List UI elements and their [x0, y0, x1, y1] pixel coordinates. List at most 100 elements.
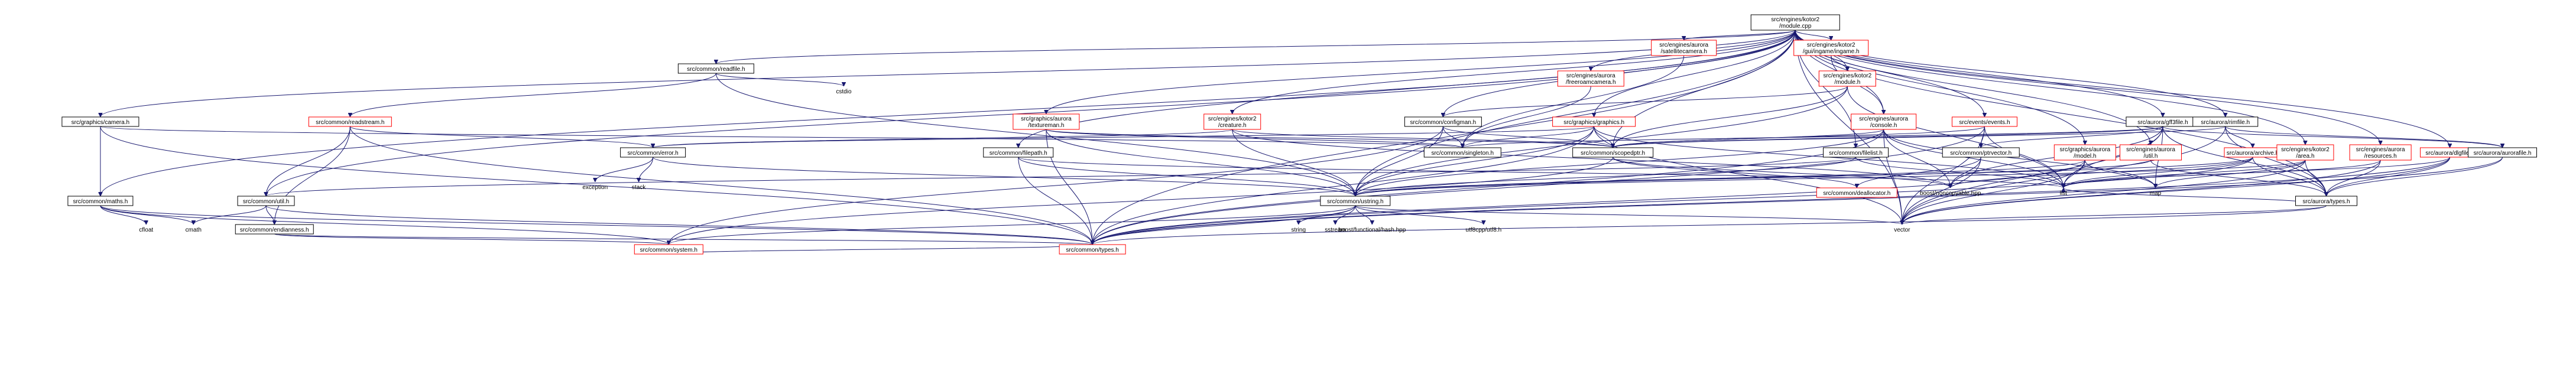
node-label-satcam-0: src/engines/aurora	[1659, 42, 1708, 48]
node-types_a[interactable]: src/aurora/types.h	[2295, 196, 2358, 206]
node-maths[interactable]: src/common/maths.h	[67, 196, 134, 206]
node-readstream[interactable]: src/common/readstream.h	[308, 116, 392, 127]
node-box-satcam	[1651, 40, 1717, 56]
node-freecam[interactable]: src/engines/aurora/freeroamcamera.h	[1557, 70, 1624, 87]
node-box-ingame	[1793, 40, 1869, 56]
node-area[interactable]: src/engines/kotor2/area.h	[2276, 144, 2334, 161]
node-creature[interactable]: src/engines/kotor2/creature.h	[1203, 113, 1261, 130]
node-resources[interactable]: src/engines/aurora/resources.h	[2349, 144, 2412, 161]
node-box-readstream	[308, 116, 392, 127]
node-ustring[interactable]: src/common/ustring.h	[1320, 196, 1391, 206]
node-box-gmodel	[2053, 144, 2116, 161]
node-label-hash-0: boost/functional/hash.hpp	[1338, 227, 1406, 233]
edge-readstream-to-endian	[274, 126, 351, 225]
edge-dlgfile-to-vector	[1902, 157, 2451, 225]
node-satcam[interactable]: src/engines/aurora/satellitecamera.h	[1651, 40, 1717, 56]
node-label-area-1: /area.h	[2296, 153, 2314, 160]
node-texman[interactable]: src/graphics/aurora/textureman.h	[1013, 113, 1080, 130]
edge-ingame-to-k2module	[1831, 55, 1848, 71]
edge-readfile-to-ustring	[715, 73, 1355, 196]
node-filelist[interactable]: src/common/filelist.h	[1823, 147, 1889, 158]
edge-rimfile-to-vector	[1902, 126, 2226, 225]
edge-area-to-vector	[1902, 160, 2306, 225]
node-auroautil[interactable]: src/engines/aurora/util.h	[2119, 144, 2182, 161]
edge-console-to-list	[1883, 129, 2064, 188]
edge-events-to-ctypes	[1092, 126, 1985, 245]
node-configman[interactable]: src/common/configman.h	[1404, 116, 1482, 127]
node-gmodel[interactable]: src/graphics/aurora/model.h	[2053, 144, 2116, 161]
node-label-k2module-0: src/engines/kotor2	[1823, 73, 1871, 79]
node-ctypes[interactable]: src/common/types.h	[1059, 244, 1126, 255]
node-cutil[interactable]: src/common/util.h	[237, 196, 295, 206]
node-ingame[interactable]: src/engines/kotor2/gui/ingame/ingame.h	[1793, 40, 1869, 56]
node-label-archive-0: src/aurora/archive.h	[2227, 150, 2279, 157]
node-label-root-1: /module.cpp	[1779, 23, 1812, 30]
edge-filepath-to-ustring	[1018, 157, 1355, 197]
node-gff3file[interactable]: src/aurora/gff3file.h	[2126, 116, 2200, 127]
node-label-stack-0: stack	[632, 184, 646, 191]
edge-error-to-exception	[595, 157, 654, 183]
node-archive[interactable]: src/aurora/archive.h	[2224, 147, 2282, 158]
node-ptrvector[interactable]: src/common/ptrvector.h	[1942, 147, 2020, 158]
edge-root-to-camera	[100, 30, 1796, 117]
edge-ustring-to-string	[1299, 205, 1356, 225]
node-readfile[interactable]: src/common/readfile.h	[677, 63, 754, 74]
edge-creature-to-scopedptr	[1232, 129, 1613, 148]
edge-filelist-to-cutil	[266, 157, 1857, 197]
edge-k2module-to-scopedptr	[1613, 86, 1848, 148]
edge-texman-to-ctypes	[1046, 129, 1092, 245]
node-dealloc[interactable]: src/common/deallocator.h	[1816, 187, 1897, 198]
node-rimfile[interactable]: src/aurora/rimfile.h	[2192, 116, 2259, 127]
edge-ustring-to-hash	[1355, 205, 1372, 225]
node-label-list-0: list	[2060, 190, 2067, 197]
node-label-console-1: /console.h	[1870, 122, 1897, 129]
edge-texman-to-singleton	[1046, 129, 1462, 148]
node-cmath: cmath	[186, 227, 202, 233]
node-system[interactable]: src/common/system.h	[634, 244, 703, 255]
edge-ustring-to-ctypes	[1092, 205, 1356, 245]
node-endian[interactable]: src/common/endianness.h	[235, 224, 314, 235]
edge-k2module-to-list	[1847, 86, 2064, 188]
node-aurorafile[interactable]: src/aurora/aurorafile.h	[2467, 147, 2537, 158]
node-box-cutil	[237, 196, 295, 206]
node-scopedptr[interactable]: src/common/scopedptr.h	[1572, 147, 1654, 158]
node-root[interactable]: src/engines/kotor2/module.cpp	[1750, 14, 1840, 31]
node-label-string-0: string	[1292, 227, 1306, 233]
edge-system-to-ctypes	[668, 244, 1092, 255]
node-box-error	[620, 147, 686, 158]
node-error[interactable]: src/common/error.h	[620, 147, 686, 158]
node-box-console	[1851, 113, 1917, 130]
node-camera[interactable]: src/graphics/camera.h	[61, 116, 139, 127]
edge-texman-to-scopedptr	[1046, 129, 1613, 148]
edge-root-to-satcam	[1684, 30, 1796, 41]
node-filepath[interactable]: src/common/filepath.h	[983, 147, 1054, 158]
edge-endian-to-ctypes	[274, 233, 1092, 245]
edge-console-to-noncopy	[1883, 129, 1951, 188]
edge-ustring-to-system	[669, 205, 1356, 245]
node-label-resources-0: src/engines/aurora	[2356, 147, 2405, 153]
node-label-readfile-0: src/common/readfile.h	[687, 66, 745, 73]
edge-auroautil-to-types_a	[2150, 160, 2326, 197]
node-label-exception-0: exception	[582, 184, 608, 191]
node-label-ingame-0: src/engines/kotor2	[1807, 42, 1855, 48]
node-box-ctypes	[1059, 244, 1126, 255]
node-graphics[interactable]: src/graphics/graphics.h	[1552, 116, 1636, 127]
node-singleton[interactable]: src/common/singleton.h	[1423, 147, 1501, 158]
node-box-ptrvector	[1942, 147, 2020, 158]
node-events[interactable]: src/events/events.h	[1951, 116, 2017, 127]
node-utf8: utf8cpp/utf8.h	[1466, 227, 1502, 233]
node-hash: boost/functional/hash.hpp	[1338, 227, 1406, 233]
node-label-maths-0: src/common/maths.h	[73, 199, 128, 205]
node-box-types_a	[2295, 196, 2358, 206]
edge-archive-to-list	[2064, 157, 2253, 188]
edge-gff3file-to-singleton	[1462, 126, 2163, 148]
edge-root-to-readfile	[716, 30, 1796, 64]
node-k2module[interactable]: src/engines/kotor2/module.h	[1818, 70, 1876, 87]
node-label-vector-0: vector	[1894, 227, 1910, 233]
node-box-ustring	[1320, 196, 1391, 206]
edge-root-to-maths	[100, 30, 1796, 196]
node-box-system	[634, 244, 703, 255]
node-console[interactable]: src/engines/aurora/console.h	[1851, 113, 1917, 130]
node-label-ptrvector-0: src/common/ptrvector.h	[1950, 150, 2012, 157]
